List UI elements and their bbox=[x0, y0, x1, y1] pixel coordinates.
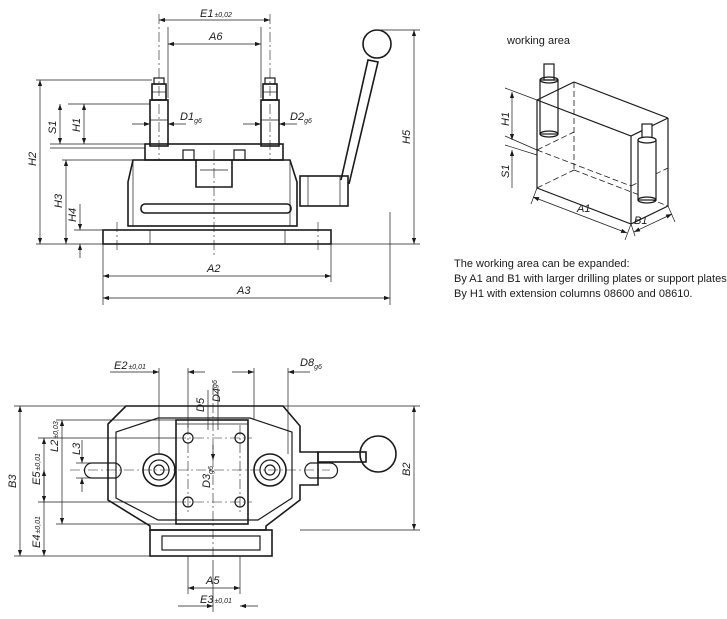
working-area-view: working area H1 S1 bbox=[500, 35, 676, 241]
d3-label: D3g6 bbox=[201, 466, 215, 488]
h1-label: H1 bbox=[71, 118, 83, 132]
e3-label: E3±0,01 bbox=[200, 594, 232, 606]
l2-label: L2±0,03 bbox=[49, 421, 61, 452]
h2-label: H2 bbox=[27, 152, 39, 166]
h5-label: H5 bbox=[401, 129, 413, 144]
a6-label: A6 bbox=[208, 31, 223, 43]
expansion-notes: The working area can be expanded: By A1 … bbox=[454, 258, 727, 300]
wa-a1-label: A1 bbox=[576, 203, 590, 215]
d8-label: D8g6 bbox=[300, 357, 322, 371]
wa-h1-label: H1 bbox=[500, 112, 512, 126]
b2-label: B2 bbox=[401, 463, 413, 476]
a2-label: A2 bbox=[206, 263, 220, 275]
d5-label: D5 bbox=[195, 397, 207, 412]
s1-label: S1 bbox=[47, 121, 59, 134]
working-area-title: working area bbox=[506, 35, 571, 47]
d1-label: D1g6 bbox=[180, 111, 202, 125]
d4-label: D4g6 bbox=[211, 380, 223, 402]
e5-label: E5±0,01 bbox=[31, 453, 43, 485]
note-line-1: The working area can be expanded: bbox=[454, 258, 630, 270]
l3-label: L3 bbox=[71, 442, 83, 455]
note-line-3: By H1 with extension columns 08600 and 0… bbox=[454, 288, 693, 300]
h3-label: H3 bbox=[53, 193, 65, 208]
e1-label: E1±0,02 bbox=[200, 8, 232, 20]
note-line-2: By A1 and B1 with larger drilling plates… bbox=[454, 273, 727, 285]
front-view: E1±0,02 A6 D1g6 D2g6 H2 S1 H1 H3 bbox=[27, 8, 420, 305]
a3-label: A3 bbox=[236, 285, 251, 297]
h4-label: H4 bbox=[67, 208, 79, 222]
e2-label: E2±0,01 bbox=[114, 360, 146, 372]
b3-label: B3 bbox=[7, 474, 19, 488]
e4-label: E4±0,01 bbox=[31, 516, 43, 548]
wa-b1-label: B1 bbox=[634, 215, 647, 227]
d2-label: D2g6 bbox=[290, 111, 312, 125]
wa-s1-label: S1 bbox=[500, 165, 512, 178]
top-view: E2±0,01 D8g6 D5 D4g6 D3g6 B3 L2±0,03 L3 bbox=[7, 357, 420, 612]
